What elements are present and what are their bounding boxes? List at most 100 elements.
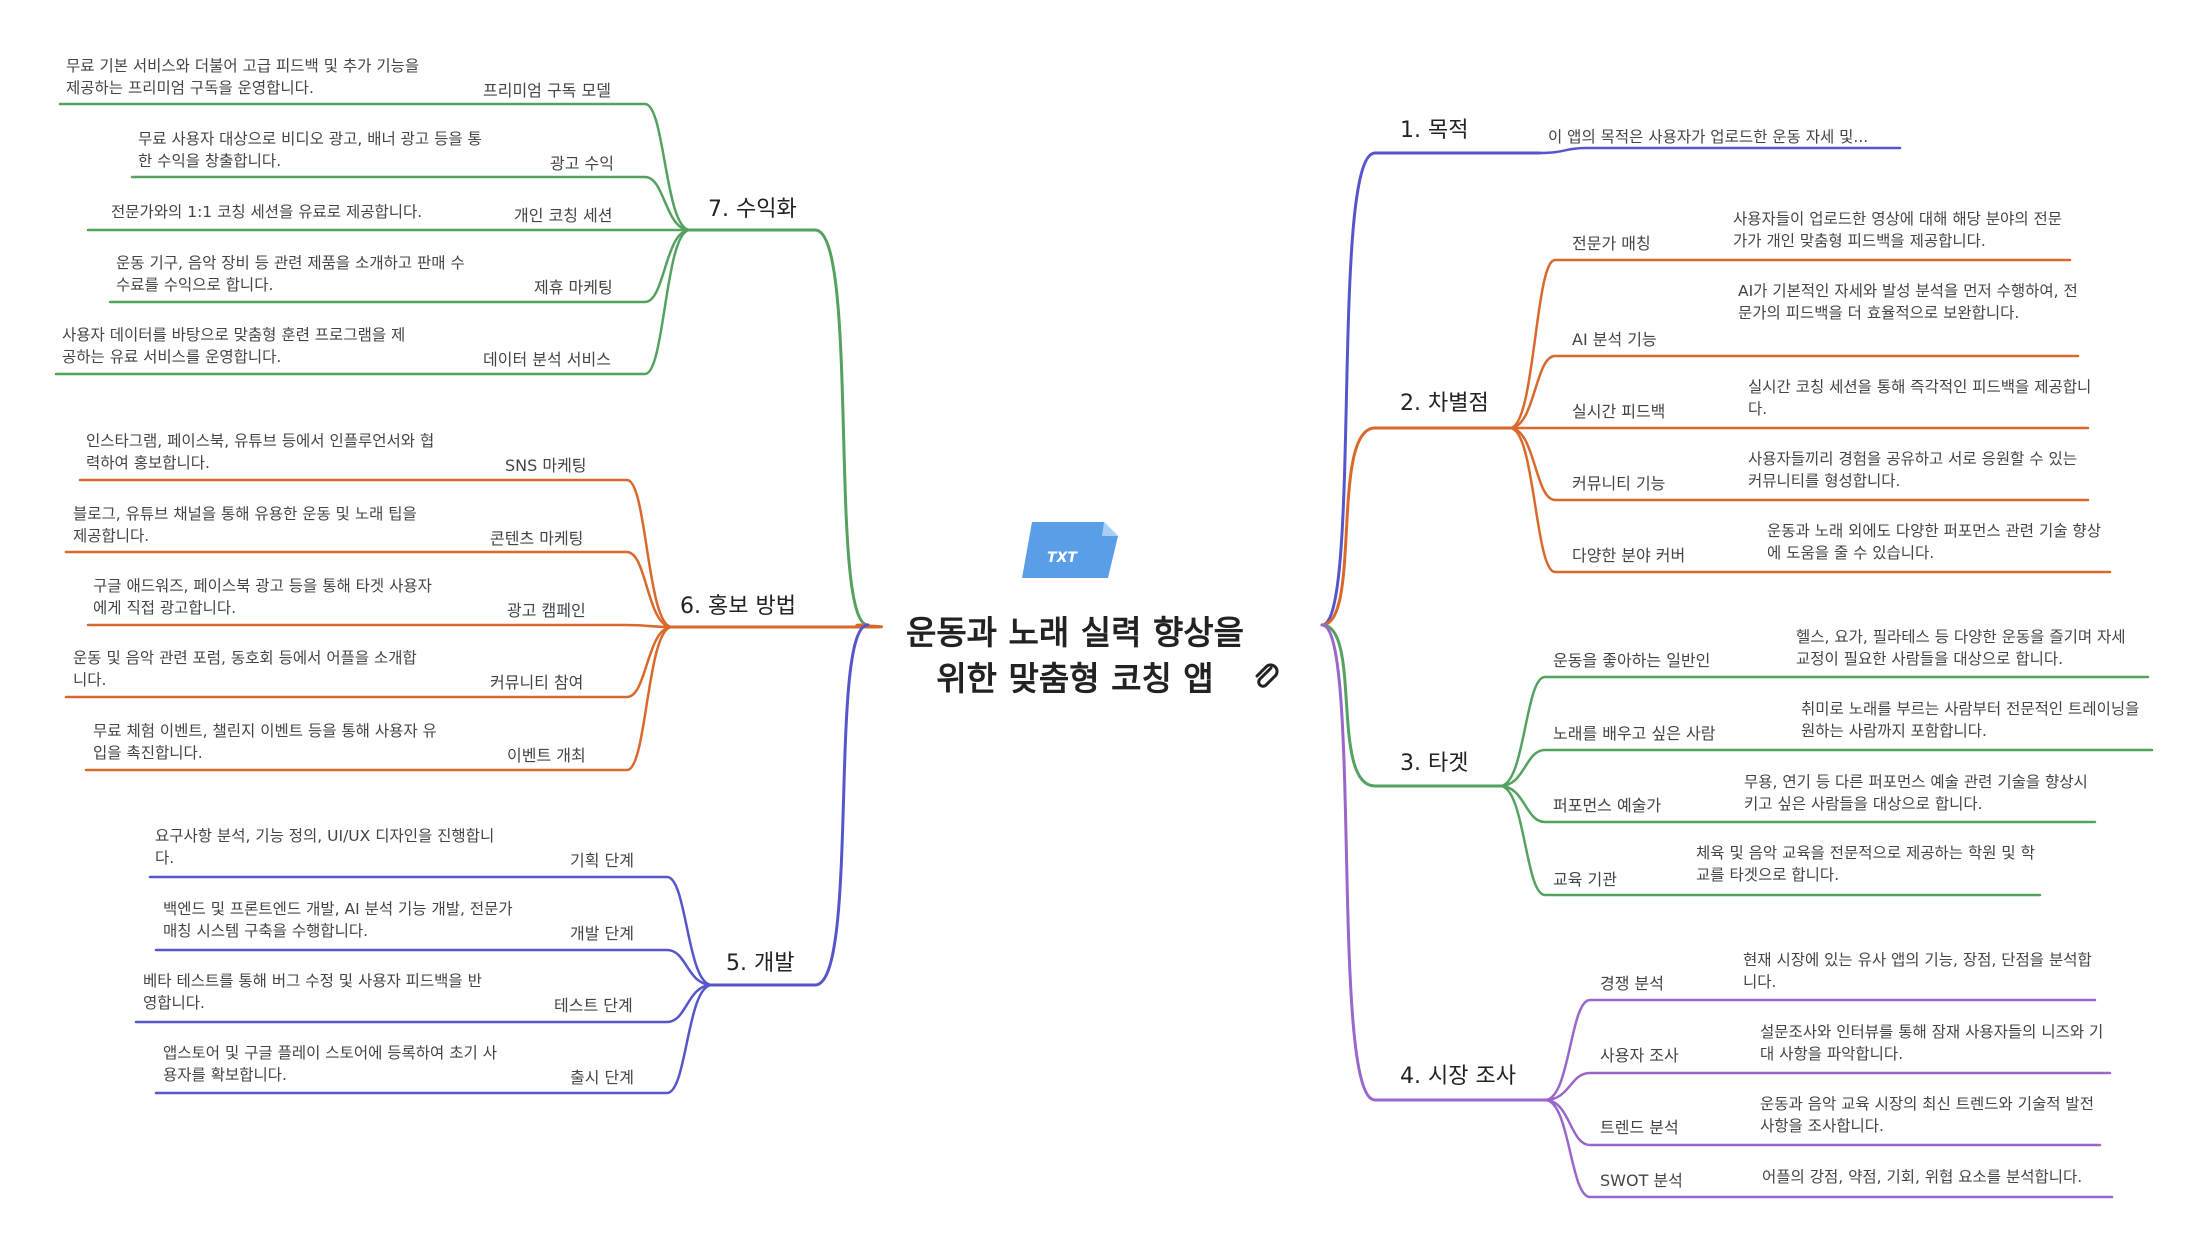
connector-dev-3 (154, 983, 714, 1095)
diff-various-fields-desc[interactable]: 운동과 노래 외에도 다양한 퍼포먼스 관련 기술 향상에 도움을 줄 수 있습… (1767, 522, 2101, 562)
promo-ad-campaign-label[interactable]: 광고 캠페인 (507, 601, 586, 620)
connector-promo-4 (84, 625, 674, 772)
connector-root-dev (813, 623, 870, 987)
monet-data-service-desc[interactable]: 사용자 데이터를 바탕으로 맞춤형 훈련 프로그램을 제공하는 유료 서비스를 … (62, 326, 406, 366)
promo-event-label[interactable]: 이벤트 개최 (507, 746, 586, 765)
connector-root-promo (855, 623, 884, 629)
promo-sns-label[interactable]: SNS 마케팅 (505, 456, 587, 475)
promo-content-desc[interactable]: 블로그, 유튜브 채널을 통해 유용한 운동 및 노래 팁을 제공합니다. (73, 505, 417, 545)
promo-event-desc[interactable]: 무료 체험 이벤트, 챌린지 이벤트 등을 통해 사용자 유입을 촉진합니다. (93, 722, 437, 762)
dev-release-label[interactable]: 출시 단계 (570, 1068, 634, 1087)
diff-ai-analysis-label[interactable]: AI 분석 기능 (1572, 330, 1657, 349)
market-competition-desc[interactable]: 현재 시장에 있는 유사 앱의 기능, 장점, 단점을 분석합니다. (1743, 951, 2092, 991)
connector-root-purpose (1320, 151, 1377, 627)
connector-root-market (1320, 623, 1377, 1102)
branch-differentiators[interactable]: 2. 차별점 (1400, 391, 1489, 416)
diff-realtime-feedback-desc[interactable]: 실시간 코칭 세션을 통해 즉각적인 피드백을 제공합니다. (1748, 378, 2092, 418)
connector-promo-1 (64, 550, 674, 629)
target-education-label[interactable]: 교육 기관 (1553, 870, 1617, 889)
promo-sns-desc[interactable]: 인스타그램, 페이스북, 유튜브 등에서 인플루언서와 협력하여 홍보합니다. (86, 432, 435, 472)
purpose-desc[interactable]: 이 앱의 목적은 사용자가 업로드한 운동 자세 및... (1548, 128, 1869, 146)
promo-ad-campaign-desc[interactable]: 구글 애드워즈, 페이스북 광고 등을 통해 타겟 사용자에게 직접 광고합니다… (93, 577, 432, 617)
connector-monet-1 (130, 175, 692, 232)
diff-various-fields-label[interactable]: 다양한 분야 커버 (1572, 546, 1686, 565)
txt-file-icon[interactable]: TXT (1022, 520, 1122, 580)
diff-expert-matching-desc[interactable]: 사용자들이 업로드한 영상에 대해 해당 분야의 전문가가 개인 맞춤형 피드백… (1733, 210, 2063, 250)
connector-dev-2 (134, 983, 714, 1024)
monet-affiliate-label[interactable]: 제휴 마케팅 (534, 278, 613, 297)
monet-coaching-desc[interactable]: 전문가와의 1:1 코칭 세션을 유료로 제공합니다. (111, 203, 423, 221)
connector-promo-0 (78, 478, 674, 629)
connector-target-1 (1498, 748, 2154, 788)
dev-development-label[interactable]: 개발 단계 (570, 924, 634, 943)
branch-purpose[interactable]: 1. 목적 (1400, 118, 1469, 143)
diff-expert-matching-label[interactable]: 전문가 매칭 (1572, 234, 1651, 253)
connector-market-2 (1543, 1098, 2102, 1147)
connector-purpose-0 (1538, 146, 1902, 155)
branch-market-research[interactable]: 4. 시장 조사 (1400, 1064, 1516, 1089)
dev-planning-label[interactable]: 기획 단계 (570, 851, 634, 870)
branch-promotion[interactable]: 6. 홍보 방법 (680, 594, 796, 619)
diff-community-desc[interactable]: 사용자들끼리 경험을 공유하고 서로 응원할 수 있는 커뮤니티를 형성합니다. (1748, 450, 2078, 490)
connector-dev-0 (148, 875, 714, 987)
connector-monet-3 (108, 228, 692, 304)
target-performance-artists-label[interactable]: 퍼포먼스 예술가 (1553, 796, 1662, 815)
branch-target[interactable]: 3. 타겟 (1400, 751, 1469, 776)
monet-data-service-label[interactable]: 데이터 분석 서비스 (483, 350, 611, 369)
diff-realtime-feedback-label[interactable]: 실시간 피드백 (1572, 402, 1666, 421)
branch-monetization[interactable]: 7. 수익화 (708, 197, 797, 222)
market-competition-label[interactable]: 경쟁 분석 (1600, 974, 1664, 993)
connector-dev-1 (154, 948, 714, 987)
connector-target-0 (1498, 675, 2150, 788)
connector-target-3 (1498, 784, 2042, 897)
dev-development-desc[interactable]: 백엔드 및 프론트엔드 개발, AI 분석 기능 개발, 전문가 매칭 시스템 … (163, 900, 513, 940)
monet-affiliate-desc[interactable]: 운동 기구, 음악 장비 등 관련 제품을 소개하고 판매 수수료를 수익으로 … (116, 254, 465, 294)
connector-diff-4 (1508, 426, 2112, 574)
dev-testing-desc[interactable]: 베타 테스트를 통해 버그 수정 및 사용자 피드백을 반영합니다. (143, 972, 482, 1012)
promo-content-label[interactable]: 콘텐츠 마케팅 (490, 529, 584, 548)
branch-development[interactable]: 5. 개발 (726, 951, 795, 976)
target-education-desc[interactable]: 체육 및 음악 교육을 전문적으로 제공하는 학원 및 학교를 타겟으로 합니다… (1696, 844, 2035, 884)
target-performance-artists-desc[interactable]: 무용, 연기 등 다른 퍼포먼스 예술 관련 기술을 향상시키고 싶은 사람들을… (1744, 773, 2088, 813)
monet-premium-label[interactable]: 프리미엄 구독 모델 (483, 81, 611, 100)
promo-community-label[interactable]: 커뮤니티 참여 (490, 673, 584, 692)
connector-market-1 (1543, 1071, 2112, 1102)
connector-monet-4 (54, 228, 692, 376)
promo-community-desc[interactable]: 운동 및 음악 관련 포럼, 동호회 등에서 어플을 소개합니다. (73, 649, 417, 689)
dev-release-desc[interactable]: 앱스토어 및 구글 플레이 스토어에 등록하여 초기 사용자를 확보합니다. (163, 1044, 497, 1084)
target-exercise-lovers-label[interactable]: 운동을 좋아하는 일반인 (1553, 651, 1711, 670)
connector-market-3 (1543, 1098, 2114, 1199)
market-trend-desc[interactable]: 운동과 음악 교육 시장의 최신 트렌드와 기술적 발전 사항을 조사합니다. (1760, 1095, 2094, 1135)
dev-planning-desc[interactable]: 요구사항 분석, 기능 정의, UI/UX 디자인을 진행합니다. (155, 827, 495, 867)
diff-ai-analysis-desc[interactable]: AI가 기본적인 자세와 발성 분석을 먼저 수행하여, 전문가의 피드백을 더… (1738, 282, 2078, 322)
market-swot-desc[interactable]: 어플의 강점, 약점, 기회, 위협 요소를 분석합니다. (1762, 1168, 2083, 1186)
monet-coaching-label[interactable]: 개인 코칭 세션 (514, 206, 613, 225)
market-swot-label[interactable]: SWOT 분석 (1600, 1171, 1683, 1190)
connector-market-0 (1543, 998, 2097, 1102)
diff-community-label[interactable]: 커뮤니티 기능 (1572, 474, 1666, 493)
market-user-research-desc[interactable]: 설문조사와 인터뷰를 통해 잠재 사용자들의 니즈와 기대 사항을 파악합니다. (1760, 1023, 2104, 1063)
target-singing-learners-label[interactable]: 노래를 배우고 싶은 사람 (1553, 724, 1716, 743)
connector-root-diff (1320, 426, 1377, 627)
monet-ads-desc[interactable]: 무료 사용자 대상으로 비디오 광고, 배너 광고 등을 통한 수익을 창출합니… (138, 130, 482, 170)
connector-diff-3 (1508, 426, 2090, 502)
monet-ads-label[interactable]: 광고 수익 (550, 154, 614, 173)
connector-promo-2 (86, 623, 674, 629)
connector-root-target (1320, 623, 1377, 788)
root-topic-title[interactable]: 운동과 노래 실력 향상을 위한 맞춤형 코칭 앱 (905, 613, 1245, 698)
connector-diff-0 (1508, 258, 2072, 430)
connector-root-monet (813, 228, 870, 627)
connector-monet-0 (58, 102, 692, 232)
connector-target-2 (1498, 784, 2097, 824)
target-exercise-lovers-desc[interactable]: 헬스, 요가, 필라테스 등 다양한 운동을 즐기며 자세 교정이 필요한 사람… (1796, 628, 2126, 668)
market-user-research-label[interactable]: 사용자 조사 (1600, 1046, 1679, 1065)
target-singing-learners-desc[interactable]: 취미로 노래를 부르는 사람부터 전문적인 트레이닝을 원하는 사람까지 포함합… (1801, 700, 2140, 740)
paperclip-icon[interactable] (1252, 662, 1282, 692)
dev-testing-label[interactable]: 테스트 단계 (554, 996, 633, 1015)
connector-diff-1 (1508, 354, 2080, 430)
txt-icon-label: TXT (1047, 550, 1078, 566)
market-trend-label[interactable]: 트렌드 분석 (1600, 1118, 1679, 1137)
monet-premium-desc[interactable]: 무료 기본 서비스와 더불어 고급 피드백 및 추가 기능을 제공하는 프리미엄… (66, 57, 420, 97)
